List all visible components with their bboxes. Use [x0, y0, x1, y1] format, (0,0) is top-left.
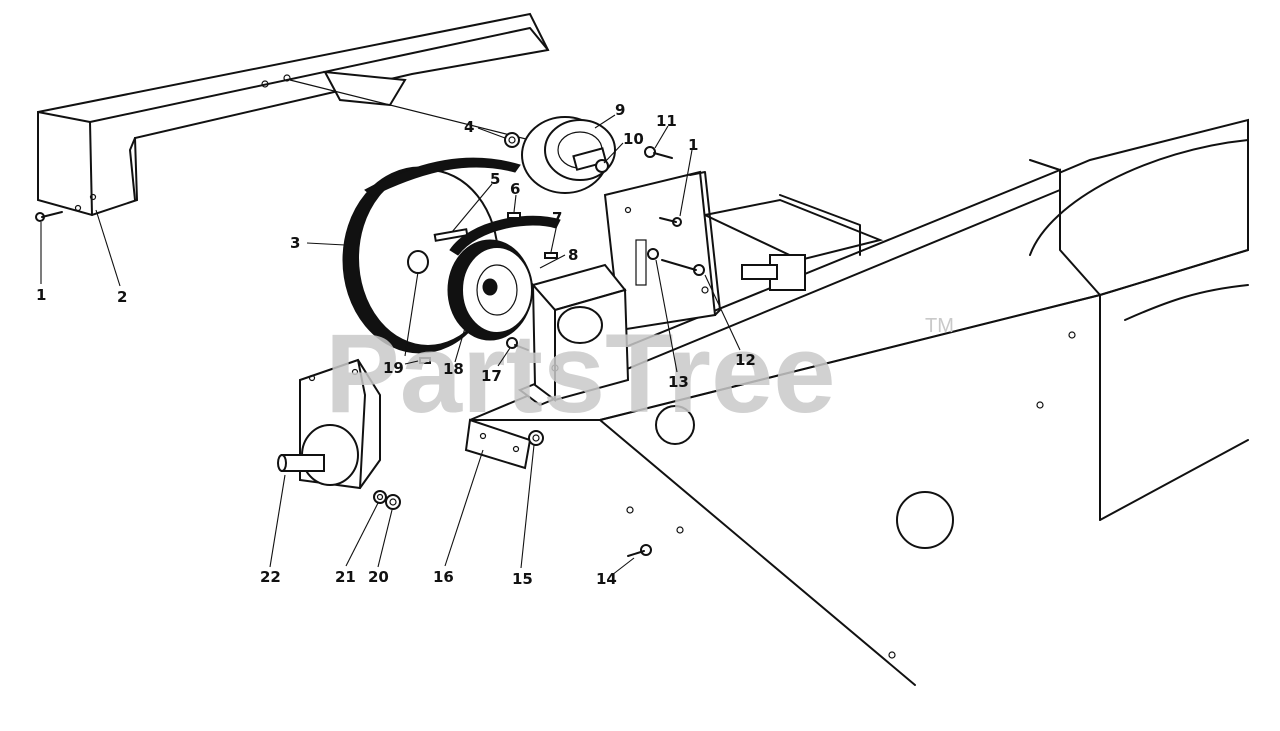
nut-20 [385, 494, 401, 510]
callout-12[interactable]: 12 [735, 351, 756, 369]
belt-cover[interactable] [37, 12, 550, 217]
callout-1-right[interactable]: 1 [688, 136, 698, 154]
watermark-brand: PartsTree [325, 311, 836, 436]
gearbox[interactable] [277, 358, 381, 490]
callout-15[interactable]: 15 [512, 570, 533, 588]
callout-20[interactable]: 20 [368, 568, 389, 586]
bolt-17 [506, 337, 529, 351]
callout-6[interactable]: 6 [510, 180, 520, 198]
bearing-block[interactable] [531, 263, 630, 402]
callout-21[interactable]: 21 [335, 568, 356, 586]
bolt-1-left [35, 211, 63, 222]
setscrew-19 [419, 357, 431, 364]
bolt-1-right [659, 217, 682, 227]
bolt-11 [644, 146, 673, 159]
callout-13[interactable]: 13 [668, 373, 689, 391]
callout-16[interactable]: 16 [433, 568, 454, 586]
frame-rails [517, 168, 1061, 407]
watermark-trademark: TM [925, 315, 954, 337]
housing-hole-top [655, 405, 695, 445]
callout-5[interactable]: 5 [490, 170, 500, 188]
callout-3[interactable]: 3 [290, 234, 300, 252]
callout-22[interactable]: 22 [260, 568, 281, 586]
callout-18[interactable]: 18 [443, 360, 464, 378]
washer-21 [373, 490, 387, 504]
callout-1-left[interactable]: 1 [36, 286, 46, 304]
bracket-plate[interactable] [464, 418, 532, 470]
housing-hole-main [896, 491, 954, 549]
small-pulley[interactable] [447, 239, 533, 341]
callouts: 1 2 3 4 5 6 7 8 9 10 11 1 12 13 14 15 16… [36, 101, 756, 588]
bolt-14 [627, 544, 652, 557]
callout-17[interactable]: 17 [481, 367, 502, 385]
key-7 [544, 252, 558, 259]
callout-19[interactable]: 19 [383, 359, 404, 377]
callout-11[interactable]: 11 [656, 112, 677, 130]
mounting-plate[interactable] [603, 170, 721, 332]
callout-8[interactable]: 8 [568, 246, 578, 264]
key-6 [507, 212, 521, 219]
nut-15 [528, 430, 544, 446]
callout-14[interactable]: 14 [596, 570, 617, 588]
bolt-12 [661, 259, 705, 276]
hardware [35, 132, 705, 557]
callout-4[interactable]: 4 [464, 118, 474, 136]
leader-lines [40, 114, 741, 576]
idler-pulley[interactable] [521, 116, 616, 194]
drive-belt [364, 157, 561, 256]
nut-4 [504, 132, 520, 148]
washer-13 [647, 248, 659, 260]
callout-10[interactable]: 10 [623, 130, 644, 148]
callout-2[interactable]: 2 [117, 288, 127, 306]
callout-7[interactable]: 7 [552, 209, 562, 227]
callout-9[interactable]: 9 [615, 101, 625, 119]
